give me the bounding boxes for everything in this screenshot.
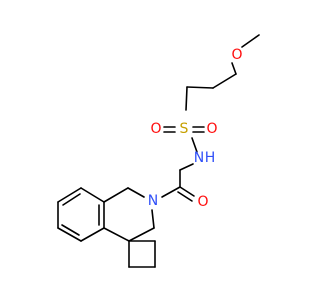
bond-oxygen-ch2 (231, 62, 237, 75)
bond-carbonyl-ring-n (161, 186, 181, 198)
bond-c1-benzene (103, 187, 129, 203)
bond-spiro-benzene (103, 227, 130, 242)
molecule-diagram: O S O O N H N O (57, 34, 260, 268)
structure-canvas: O S O O N H N O (57, 34, 260, 268)
bond-methyl-oxygen (241, 34, 260, 48)
atom-ring-nitrogen: N (148, 193, 158, 209)
bond-benzene-6 (80, 187, 105, 203)
bond-benzene-inner-3 (62, 193, 81, 206)
atom-methoxy-oxygen: O (231, 47, 242, 63)
bond-benzene-3 (57, 227, 82, 242)
bond-benzene-inner-2 (61, 224, 80, 236)
bond-ring-n-c1 (127, 187, 145, 198)
bond-chain-3 (185, 86, 188, 111)
atom-sulfonamide-nitrogen: N (194, 150, 204, 166)
atom-sulfonyl-oxygen-left: O (150, 121, 161, 137)
bond-s-n (191, 137, 198, 153)
bond-benzene-2 (80, 227, 105, 242)
bond-carbonyl-o-a (179, 186, 195, 197)
bond-n-ch2 (179, 163, 194, 171)
bond-chain-1 (212, 73, 237, 89)
bond-carbonyl-o-b (177, 191, 193, 202)
atom-sulfonyl-oxygen-right: O (206, 121, 217, 137)
bond-benzene-5 (57, 187, 82, 203)
bond-ring-n-c3 (151, 209, 155, 229)
atom-labels-layer: O S O O N H N O (148, 47, 243, 210)
atom-sulfur: S (180, 121, 189, 137)
atom-carbonyl-oxygen: O (197, 194, 208, 210)
bonds-layer (57, 34, 260, 268)
bond-chain-2 (186, 86, 214, 89)
bond-c3-spiro (128, 227, 155, 242)
atom-sulfonamide-hydrogen: H (205, 150, 216, 166)
